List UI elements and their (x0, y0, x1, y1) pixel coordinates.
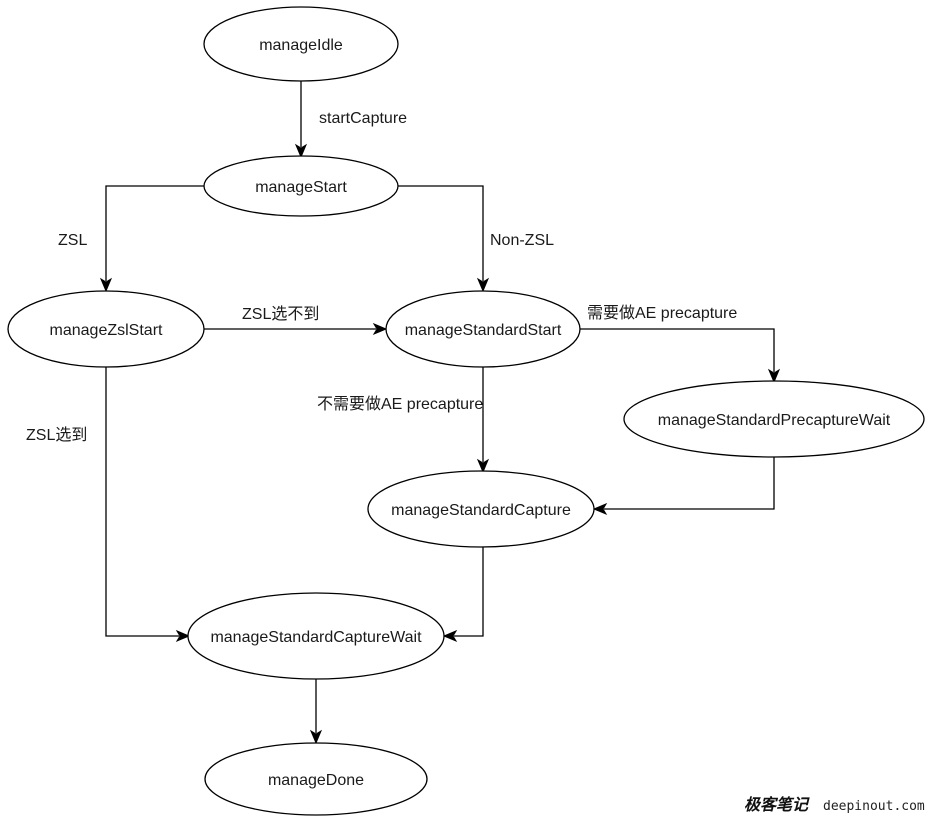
node-manage-standard-start: manageStandardStart (385, 290, 581, 368)
node-manage-standard-precapture-wait: manageStandardPrecaptureWait (623, 380, 925, 458)
edge-label-no-need-ae-precapture: 不需要做AE precapture (317, 395, 483, 413)
node-label-manage-idle: manageIdle (259, 37, 343, 54)
node-manage-zsl-start: manageZslStart (7, 290, 205, 368)
node-label-manage-standard-precapture-wait: manageStandardPrecaptureWait (658, 412, 891, 429)
node-manage-start: manageStart (203, 155, 399, 217)
edge-standard-start-to-precapture-wait (580, 328, 781, 384)
node-manage-done: manageDone (204, 742, 428, 816)
edge-label-non-zsl: Non-ZSL (490, 232, 554, 249)
node-label-manage-standard-start: manageStandardStart (405, 322, 562, 339)
edge-label-zsl-not-selected: ZSL选不到 (242, 305, 319, 323)
edge-label-zsl: ZSL (58, 232, 87, 249)
edge-label-need-ae-precapture: 需要做AE precapture (587, 304, 737, 322)
edge-zsl-start-to-standard-start (204, 322, 388, 336)
node-label-manage-standard-capture-wait: manageStandardCaptureWait (210, 629, 422, 646)
edge-capture-to-capture-wait (442, 547, 484, 643)
edge-standard-start-to-capture (476, 367, 490, 474)
edge-label-zsl-selected: ZSL选到 (26, 426, 87, 444)
watermark-site: deepinout.com (823, 799, 925, 814)
node-manage-standard-capture: manageStandardCapture (367, 470, 595, 548)
edge-label-start-capture: startCapture (319, 110, 407, 127)
edge-precapture-wait-to-capture (592, 457, 775, 516)
watermark: 极客笔记 deepinout.com (744, 795, 925, 814)
node-label-manage-standard-capture: manageStandardCapture (391, 502, 571, 519)
node-label-manage-start: manageStart (255, 179, 347, 196)
edge-zsl-start-to-capture-wait (105, 367, 191, 643)
watermark-brand: 极客笔记 (744, 795, 810, 814)
node-manage-standard-capture-wait: manageStandardCaptureWait (187, 592, 445, 680)
edge-idle-to-start (294, 81, 308, 159)
node-manage-idle: manageIdle (203, 6, 399, 82)
edge-capture-wait-to-done (309, 679, 323, 745)
edge-start-to-standard-start (398, 185, 490, 293)
node-label-manage-done: manageDone (268, 772, 364, 789)
edge-start-to-zsl-start (99, 185, 205, 293)
node-label-manage-zsl-start: manageZslStart (50, 322, 163, 339)
